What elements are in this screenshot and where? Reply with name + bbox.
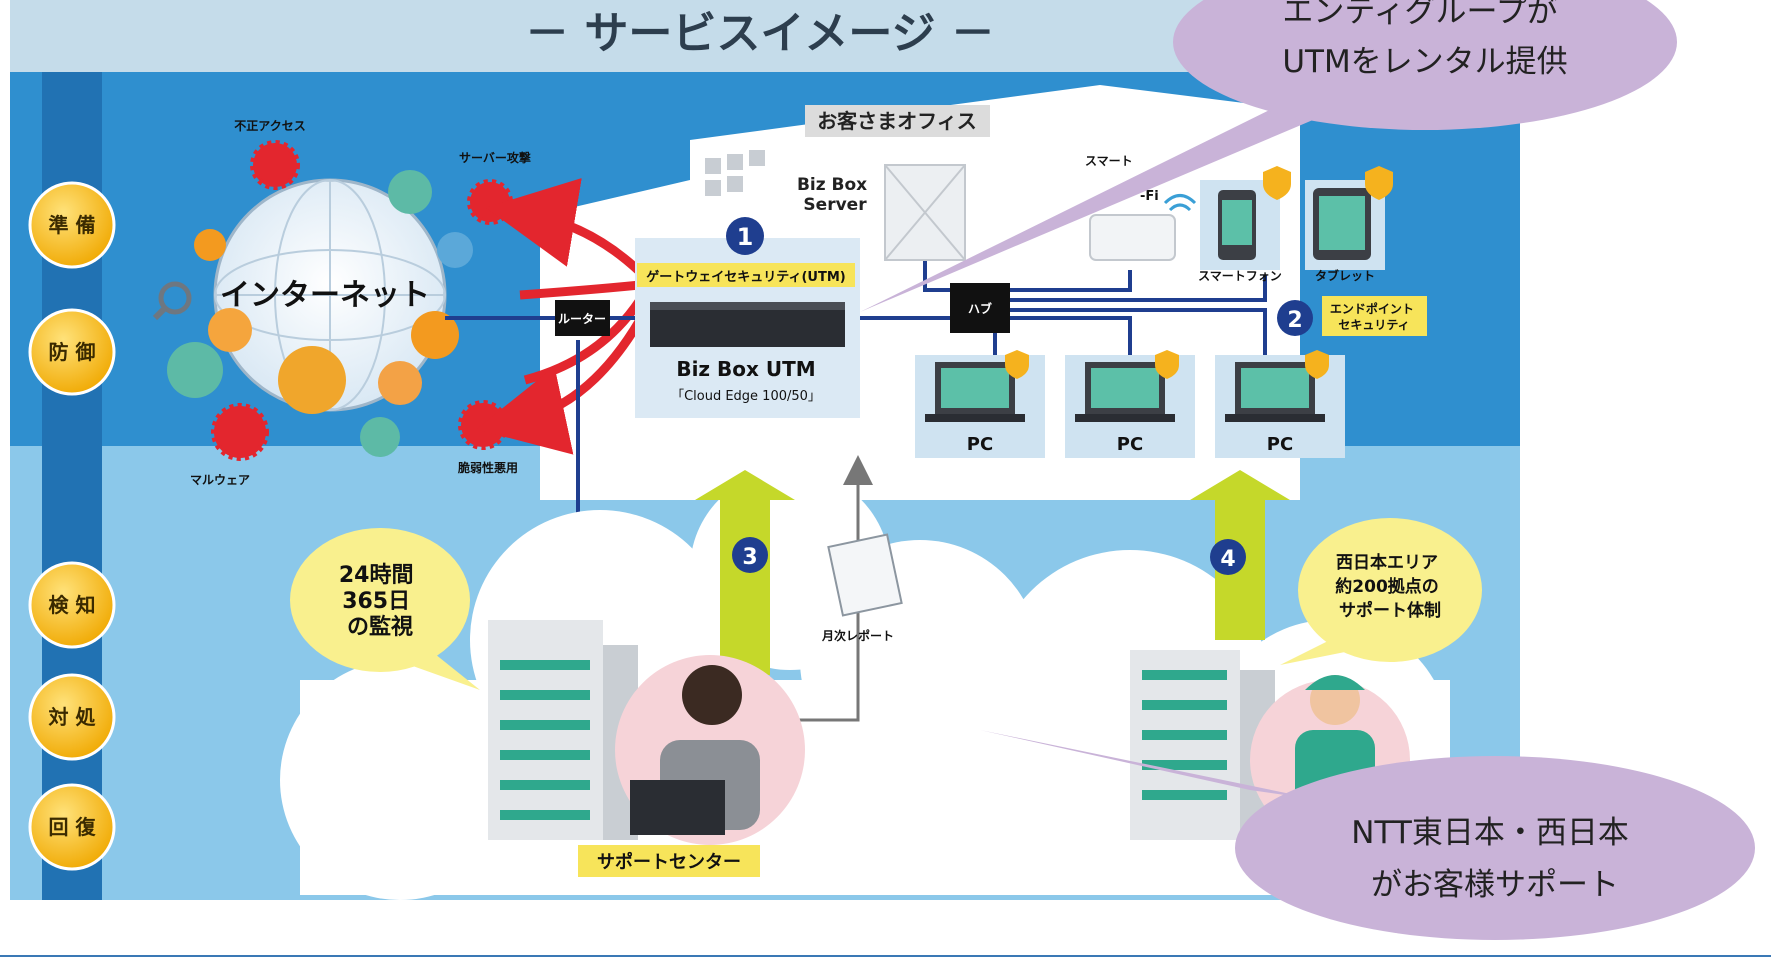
number-2-badge xyxy=(1277,300,1313,336)
monitoring-bubble: 24時間 365日 の監視 xyxy=(290,528,480,690)
endpoint-security-box xyxy=(1322,296,1427,336)
report-icon xyxy=(827,533,903,617)
shield-icon xyxy=(1263,166,1291,200)
id-card-icon xyxy=(360,417,400,457)
support-center-label: サポートセンター xyxy=(597,851,741,873)
router xyxy=(555,300,610,336)
callout-top-right: エンティグループが UTMをレンタル提供 xyxy=(860,0,1677,312)
phase-recover: 回 復 xyxy=(49,815,97,839)
utm-name: Biz Box UTM xyxy=(676,357,815,381)
hub-label: ハブ xyxy=(968,301,992,316)
chart-icon xyxy=(278,346,346,414)
smart-device-partial: スマート xyxy=(1085,154,1133,168)
shield-icon xyxy=(1305,350,1329,379)
title-band xyxy=(10,0,1365,72)
office-label-box xyxy=(805,105,990,137)
phase-circle xyxy=(28,181,116,269)
west-japan-bubble: 西日本エリア 約200拠点の サポート体制 xyxy=(1280,518,1482,665)
phase-list: 準 備 防 御 検 知 対 処 回 復 xyxy=(28,181,116,871)
laptop-icon xyxy=(630,780,725,835)
pc-list: PC PC PC xyxy=(915,350,1345,458)
number-3-badge xyxy=(732,537,768,573)
svg-text:西日本エリア 約200拠点の サポー: 西日本エリア 約200拠点の サポート体制 xyxy=(1335,552,1444,621)
threat-malware: マルウェア xyxy=(190,473,250,487)
phase-circle xyxy=(28,561,116,649)
threat-unauthorized-access: 不正アクセス xyxy=(234,119,305,133)
support-building-right xyxy=(1130,650,1275,840)
gateway-security-label-box xyxy=(637,263,855,287)
svg-text:NTT東日本・西日本 がお客様サポート: NTT東日本・西日本 がお客様サポート xyxy=(1351,815,1638,903)
router-label: ルーター xyxy=(558,312,606,326)
users-icon xyxy=(388,170,432,214)
folder-icon xyxy=(437,232,473,268)
office-windows xyxy=(705,150,765,196)
virus-icon xyxy=(467,179,513,225)
svg-text:24時間 365日 の監視: 24時間 365日 の監視 xyxy=(339,563,421,640)
number-4-badge xyxy=(1210,539,1246,575)
callout-bottom-right: NTT東日本・西日本 がお客様サポート xyxy=(980,730,1755,940)
phase-defend: 防 御 xyxy=(49,340,96,364)
phase-circle xyxy=(28,308,116,396)
shield-icon xyxy=(1365,166,1393,200)
virus-icon xyxy=(458,400,508,450)
mail-icon xyxy=(411,311,459,359)
globe-meridians xyxy=(214,179,446,411)
virus-icon xyxy=(211,403,269,461)
pc-label: PC xyxy=(1117,434,1143,455)
tablet-label: タブレット xyxy=(1315,268,1375,283)
smartphone-label: スマートフォン xyxy=(1198,269,1282,283)
number-3: 3 xyxy=(742,545,757,570)
virus-icon xyxy=(250,140,300,190)
pc-label: PC xyxy=(1267,434,1293,455)
store-icon xyxy=(378,361,422,405)
wifi-icon xyxy=(1163,194,1197,212)
support-building-left xyxy=(488,620,638,840)
monthly-report-label: 月次レポート xyxy=(821,628,894,643)
number-1: 1 xyxy=(737,223,754,251)
attack-arrows xyxy=(476,178,644,455)
rss-icon xyxy=(194,229,226,261)
pc-label: PC xyxy=(967,434,993,455)
like-icon xyxy=(167,342,223,398)
threat-server-attack: サーバー攻撃 xyxy=(459,150,531,165)
number-4: 4 xyxy=(1220,547,1235,572)
wifi-router xyxy=(1089,214,1176,261)
phase-respond: 対 処 xyxy=(48,705,97,729)
endpoint-security-label: エンドポイント セキュリティ xyxy=(1330,301,1418,332)
phase-prepare: 準 備 xyxy=(49,213,96,237)
phase-circle xyxy=(28,783,116,871)
green-arrow-3 xyxy=(695,470,795,675)
search-icon xyxy=(158,281,192,315)
wifi-partial: -Fi xyxy=(1140,189,1159,204)
shield-icon xyxy=(1005,350,1029,379)
page-title: － サービスイメージ － xyxy=(525,8,995,59)
support-center-box xyxy=(578,845,760,877)
office-label: お客さまオフィス xyxy=(817,109,977,133)
number-2: 2 xyxy=(1287,308,1302,333)
internet-label: インターネット xyxy=(220,278,430,313)
internet-icons xyxy=(152,170,473,457)
phase-circle xyxy=(28,673,116,761)
shield-icon xyxy=(1155,350,1179,379)
phase-detect: 検 知 xyxy=(49,593,96,617)
gateway-security-label: ゲートウェイセキュリティ(UTM) xyxy=(646,269,845,285)
utm-model: 「Cloud Edge 100/50」 xyxy=(671,389,821,404)
threat-vulnerability: 脆弱性悪用 xyxy=(457,460,518,475)
chat-icon xyxy=(208,308,252,352)
number-1-badge xyxy=(726,217,764,255)
svg-text:エンティグループが UTMをレンタル提供: エンティグループが UTMをレンタル提供 xyxy=(1282,0,1567,80)
hub xyxy=(950,283,1010,333)
server-label: Biz Box Server xyxy=(797,175,873,215)
